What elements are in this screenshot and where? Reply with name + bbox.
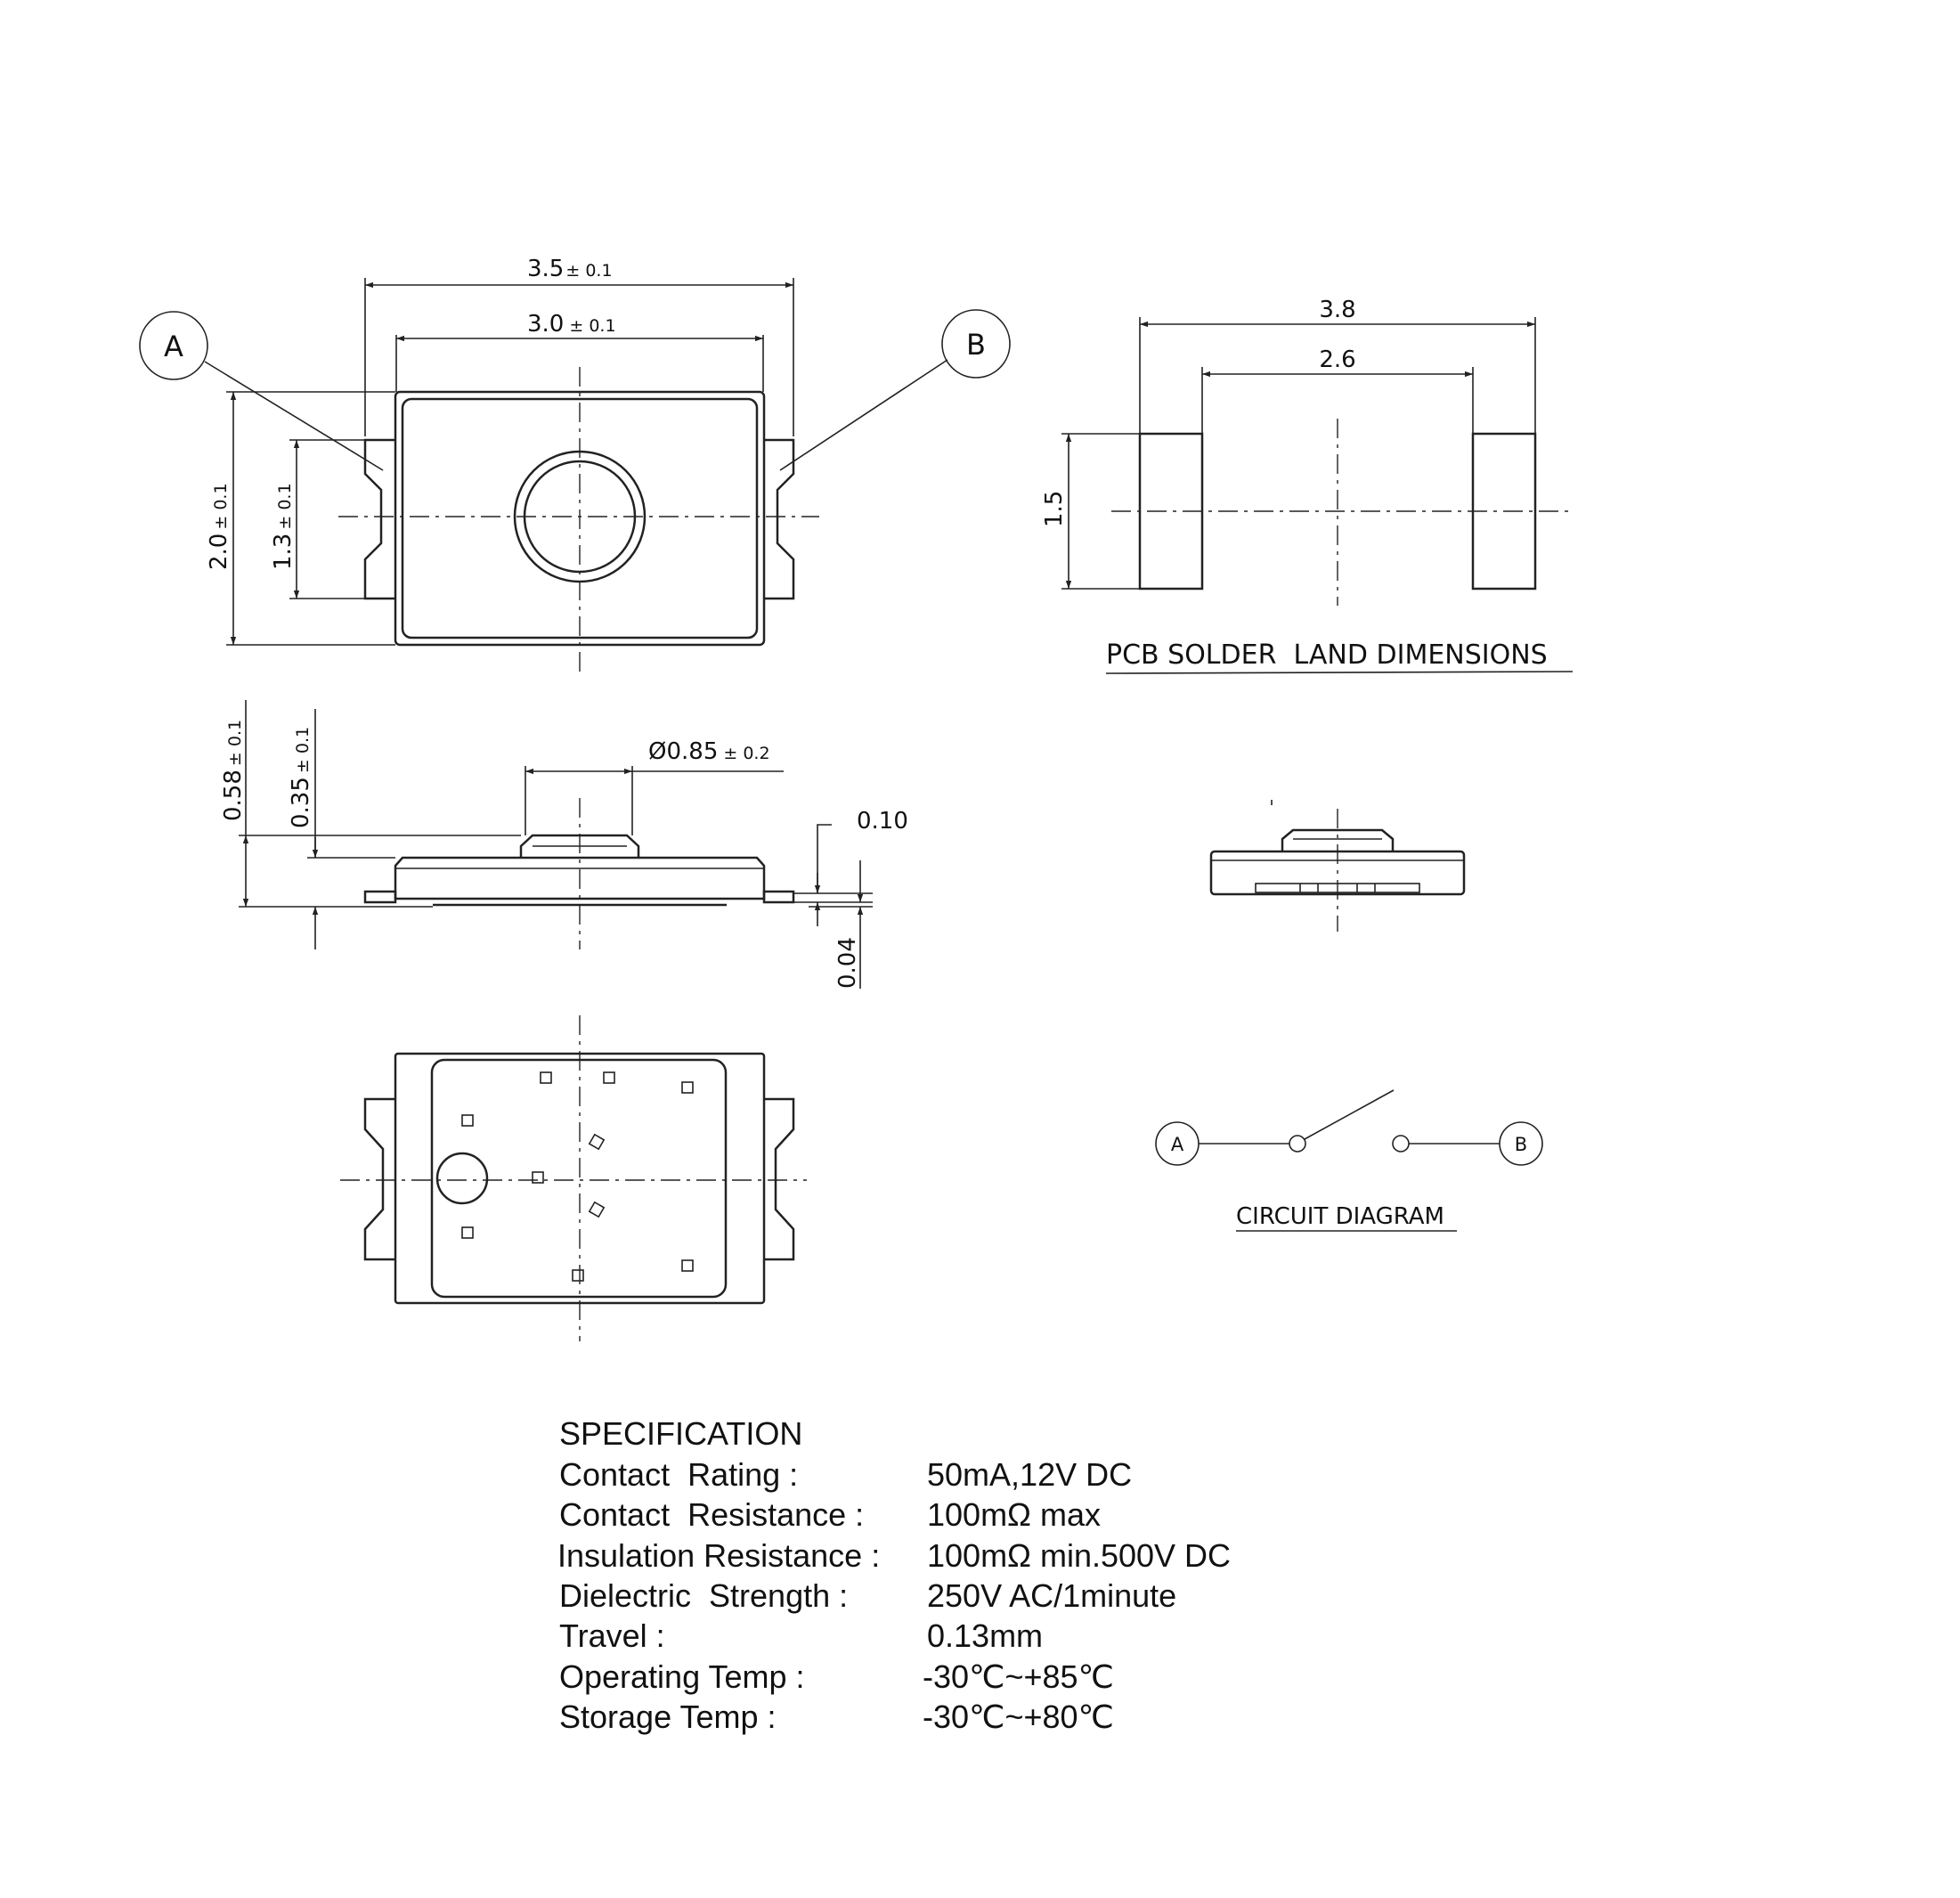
terminal-offset-label: 0.04 <box>834 937 861 989</box>
spec-value: 50mA,12V DC <box>927 1456 1132 1493</box>
circuit-node-b-label: B <box>1515 1134 1527 1155</box>
bottom-terminal-left <box>363 1097 395 1261</box>
bottom-mark <box>461 1226 474 1239</box>
specification-title: SPECIFICATION <box>559 1415 802 1452</box>
bottom-mark <box>588 1201 606 1218</box>
spec-label: Contact Resistance : <box>559 1496 864 1533</box>
pcb-pad-height-label: 1.5 <box>1041 491 1068 527</box>
bottom-mark <box>681 1259 694 1272</box>
spec-label: Dielectric Strength : <box>559 1577 848 1614</box>
top-view: 3.5± 0.1 3.0± 0.1 2.0± 0.1 1.3± 0.1 A <box>139 256 1011 673</box>
switch-body-inner-outline <box>401 397 759 639</box>
side-terminal-left <box>363 890 397 904</box>
bottom-mark <box>461 1114 474 1127</box>
side-terminal-right <box>762 890 795 904</box>
total-height-label: 0.58± 0.1 <box>220 720 247 821</box>
circuit-switch-lever <box>1304 1089 1395 1140</box>
circuit-contact-right <box>1392 1135 1410 1153</box>
small-side-actuator <box>1281 828 1395 851</box>
terminal-a-bubble <box>139 311 208 380</box>
pcb-land-view: 3.8 2.6 1.5 PCB SOLDER LAND DIMENSIONS <box>1041 297 1574 674</box>
pcb-overall-label: 3.8 <box>1319 297 1355 323</box>
spec-value: 100mΩ min.500V DC <box>927 1537 1231 1574</box>
spec-label: Operating Temp : <box>559 1658 804 1695</box>
pcb-gap-label: 2.6 <box>1319 346 1355 373</box>
circuit-diagram: A B CIRCUIT DIAGRAM <box>1155 1089 1543 1232</box>
circuit-node-b <box>1499 1121 1543 1166</box>
circuit-contact-left <box>1289 1135 1306 1153</box>
outer-width-label: 3.5± 0.1 <box>527 256 613 282</box>
bottom-mark <box>532 1171 544 1184</box>
terminal-a-label: A <box>164 330 183 363</box>
bottom-hole <box>435 1152 489 1205</box>
terminal-thickness-label: 0.10 <box>857 808 908 835</box>
spec-label: Travel : <box>559 1617 665 1654</box>
circuit-node-a-label: A <box>1171 1134 1184 1155</box>
spec-label: Contact Rating : <box>559 1456 798 1493</box>
bottom-mark <box>588 1133 606 1151</box>
spec-label: Storage Temp : <box>559 1698 776 1735</box>
terminal-b-label: B <box>966 328 986 362</box>
height-label: 2.0± 0.1 <box>206 483 232 570</box>
spec-value: 100mΩ max <box>927 1496 1101 1533</box>
bottom-mark <box>681 1081 694 1094</box>
bottom-mark <box>572 1269 584 1282</box>
circuit-caption: CIRCUIT DIAGRAM <box>1236 1203 1444 1230</box>
spec-value: 0.13mm <box>927 1617 1043 1654</box>
side-actuator <box>519 834 640 858</box>
pcb-land-caption: PCB SOLDER LAND DIMENSIONS <box>1106 639 1548 671</box>
inner-width-label: 3.0± 0.1 <box>527 311 616 338</box>
bottom-terminal-right <box>764 1097 795 1261</box>
bottom-inner-outline <box>430 1058 728 1299</box>
terminal-height-label: 1.3± 0.1 <box>270 483 297 570</box>
specification-block: SPECIFICATION Contact Rating : 50mA,12V … <box>557 1415 1231 1735</box>
terminal-left <box>363 438 395 600</box>
bottom-mark <box>603 1071 615 1084</box>
spec-value: -30℃~+80℃ <box>923 1698 1114 1735</box>
bottom-view <box>340 1015 807 1341</box>
actuator-dia-label: Ø0.85± 0.2 <box>648 738 770 765</box>
side-view-small <box>1209 800 1466 932</box>
terminal-b-bubble <box>941 309 1011 379</box>
body-height-label: 0.35± 0.1 <box>288 727 314 828</box>
bottom-mark <box>540 1071 552 1084</box>
side-view: 0.58± 0.1 0.35± 0.1 Ø0.85± 0.2 0.10 0.04 <box>220 700 908 989</box>
spec-value: 250V AC/1minute <box>927 1577 1176 1614</box>
spec-label: Insulation Resistance : <box>557 1537 880 1574</box>
spec-value: -30℃~+85℃ <box>923 1658 1114 1695</box>
